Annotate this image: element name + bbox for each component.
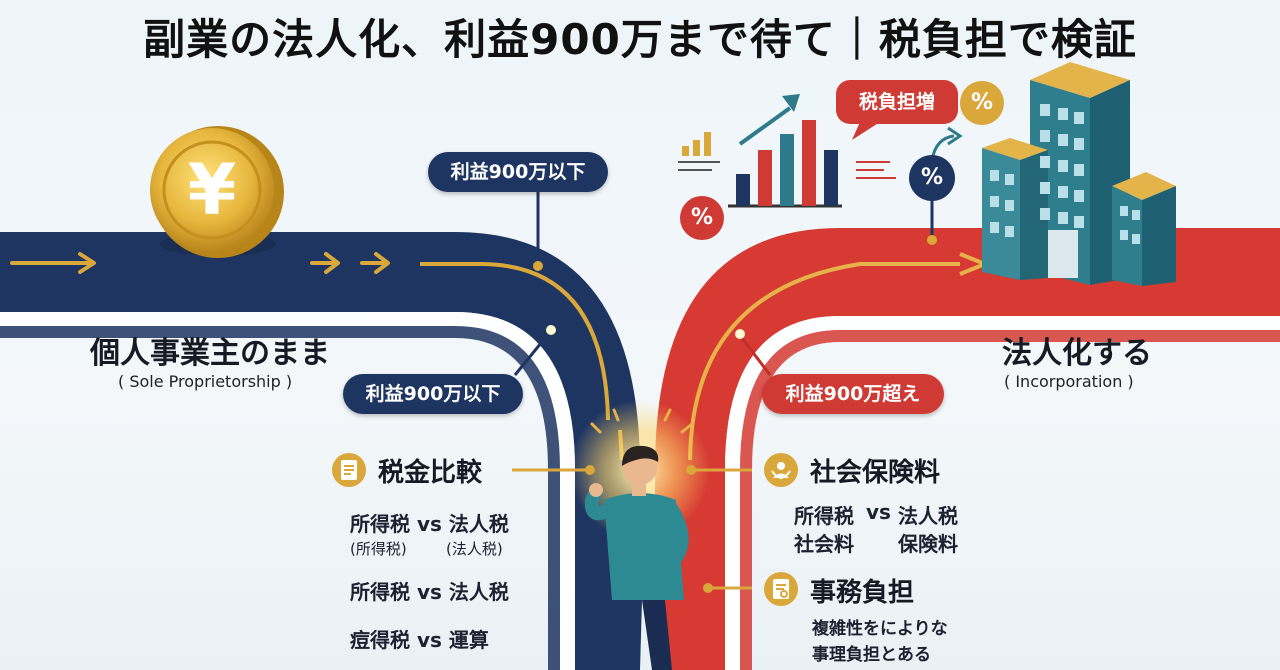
right-admin-line-2: 事理負担とある <box>812 645 931 665</box>
right-admin-line-1: 複雑性をによりな <box>812 619 948 639</box>
pill-left-under-900: 利益900万以下 <box>343 374 523 414</box>
tax-burden-increase-label: 税負担増 <box>858 91 935 113</box>
right-side-title: 法人化する <box>1002 336 1152 371</box>
right-line-1-col1: 所得税 <box>794 504 854 528</box>
percent-badge-gold <box>960 81 1004 125</box>
mini-bars-icon <box>678 132 720 171</box>
left-line-4: 痘得税 vs 運算 <box>350 628 489 652</box>
social-insurance-heading: 社会保険料 <box>810 458 941 488</box>
right-line-1-vs: vs <box>866 500 891 524</box>
document-lines-icon <box>856 161 896 179</box>
right-line-2-col2: 保険料 <box>898 532 958 556</box>
percent-icon: % <box>920 165 944 190</box>
speech-bubble <box>836 80 958 140</box>
office-building-icon <box>982 62 1176 286</box>
yen-symbol: ¥ <box>187 149 237 231</box>
pill-right-over-900: 利益900万超え <box>762 374 944 414</box>
left-line-2-col1: (所得税) <box>350 540 407 558</box>
glow-rays <box>590 408 694 434</box>
social-insurance-icon <box>764 453 798 487</box>
page-title: 副業の法人化、利益900万まで待て｜税負担で検証 <box>143 15 1137 64</box>
left-side-subtitle: ( Sole Proprietorship ) <box>118 372 293 391</box>
bar-chart-icon <box>728 94 842 208</box>
left-side-title: 個人事業主のまま <box>90 336 330 371</box>
percent-icon: % <box>690 205 714 230</box>
paperwork-icon <box>764 572 798 606</box>
navy-road <box>0 232 640 670</box>
right-line-2-col1: 社会料 <box>794 532 854 556</box>
percent-icon: % <box>970 90 994 115</box>
admin-burden-heading: 事務負担 <box>810 578 915 608</box>
document-icon <box>332 453 366 487</box>
tax-comparison-heading: 税金比較 <box>378 458 483 488</box>
red-road <box>655 228 1280 670</box>
percent-badge-red <box>680 196 724 240</box>
left-line-3: 所得税 vs 法人税 <box>350 580 509 604</box>
right-side-subtitle: ( Incorporation ) <box>1004 372 1134 391</box>
businessman-figure <box>584 445 689 670</box>
percent-badge-navy <box>909 155 955 201</box>
right-line-1-col2: 法人税 <box>898 504 958 528</box>
left-line-2-col2: (法人税) <box>446 540 503 558</box>
road-arrows <box>10 252 390 274</box>
left-line-1: 所得税 vs 法人税 <box>350 512 509 536</box>
yen-coin-icon <box>150 126 284 258</box>
pill-top-under-900: 利益900万以下 <box>428 152 608 192</box>
